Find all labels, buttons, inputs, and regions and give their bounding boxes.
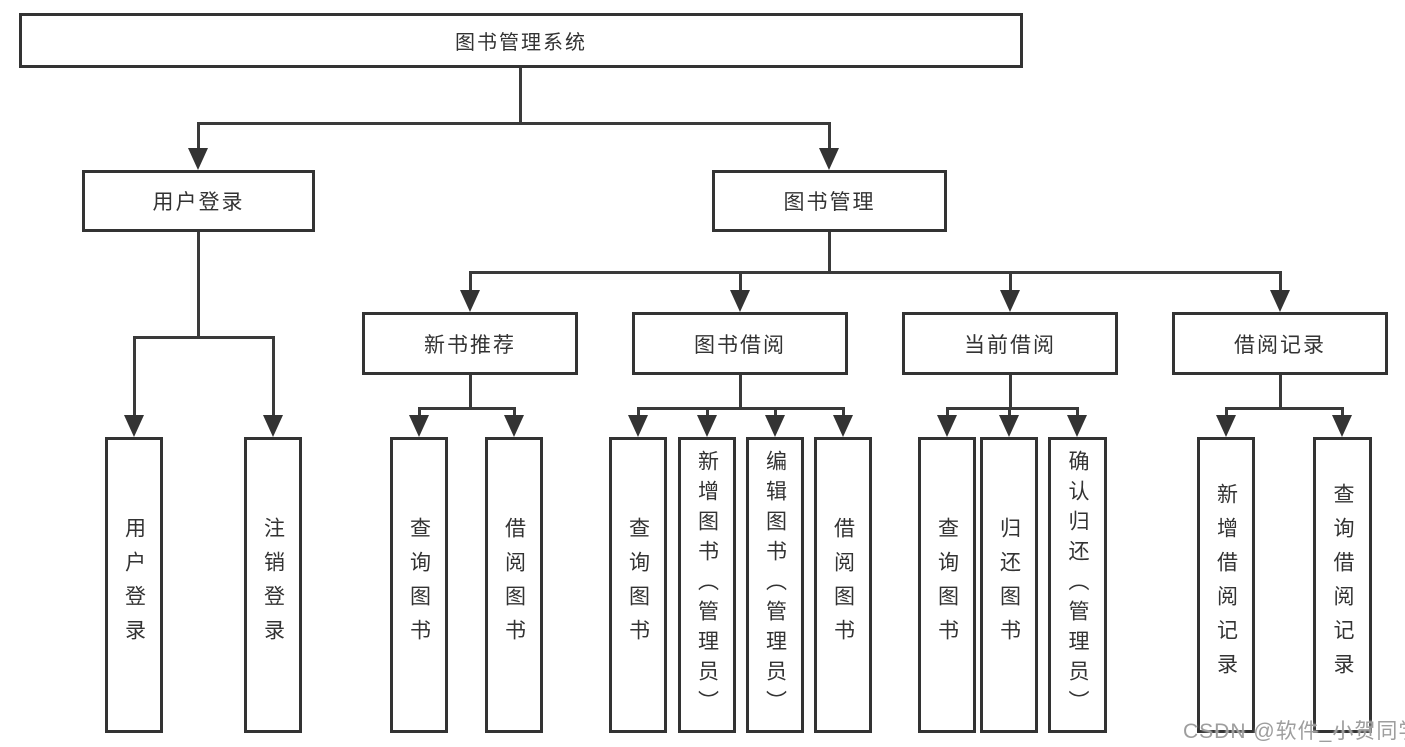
arrow-down-icon (124, 415, 144, 437)
arrow-down-icon (460, 290, 480, 312)
arrow-down-icon (1270, 290, 1290, 312)
edge-stem-leaf (1341, 407, 1344, 418)
edge-current-borrow-hline (946, 407, 1079, 410)
node-user-login: 用户登录 (82, 170, 315, 232)
edge-stem-leaf (418, 407, 421, 418)
arrow-down-icon (263, 415, 283, 437)
edge-root-hline (197, 122, 831, 125)
edge-stem-borrow-records (1279, 271, 1282, 293)
leaf-borrow-books-recommend: 借阅图书 (485, 437, 543, 733)
node-new-book-recommend: 新书推荐 (362, 312, 578, 375)
node-current-borrow: 当前借阅 (902, 312, 1118, 375)
arrow-down-icon (819, 148, 839, 170)
leaf-user-login: 用户登录 (105, 437, 163, 733)
leaf-query-books-current: 查询图书 (918, 437, 976, 733)
edge-book-borrow-hline (637, 407, 845, 410)
leaf-query-borrow-record: 查询借阅记录 (1313, 437, 1372, 733)
edge-root-stub (519, 68, 522, 122)
edge-stem-book-management (828, 122, 831, 150)
arrow-down-icon (833, 415, 853, 437)
edge-stem-leaf (637, 407, 640, 418)
edge-borrow-records-hline (1225, 407, 1344, 410)
edge-stem-leaf (1008, 407, 1011, 418)
edge-borrow-records-stub (1279, 375, 1282, 407)
edge-stem-book-borrow (739, 271, 742, 293)
csdn-watermark: CSDN @软件_小贺同学 (1183, 720, 1405, 743)
arrow-down-icon (730, 290, 750, 312)
edge-stem-leaf (1076, 407, 1079, 418)
arrow-down-icon (765, 415, 785, 437)
leaf-add-books-admin: 新增图书（管理员） (678, 437, 736, 733)
leaf-return-books: 归还图书 (980, 437, 1038, 733)
node-root: 图书管理系统 (19, 13, 1023, 68)
edge-stem-leaf (1225, 407, 1228, 418)
leaf-confirm-return-admin: 确认归还（管理员） (1048, 437, 1107, 733)
edge-stem-leaf (513, 407, 516, 418)
arrow-down-icon (1332, 415, 1352, 437)
arrow-down-icon (188, 148, 208, 170)
edge-book-stub (828, 232, 831, 271)
node-book-borrow: 图书借阅 (632, 312, 848, 375)
edge-stem-leaf (774, 407, 777, 418)
edge-stem-leaf (946, 407, 949, 418)
edge-stem-leaf (706, 407, 709, 418)
arrow-down-icon (409, 415, 429, 437)
edge-book-hline (469, 271, 1282, 274)
leaf-query-books-recommend: 查询图书 (390, 437, 448, 733)
leaf-logout: 注销登录 (244, 437, 302, 733)
leaf-borrow-books: 借阅图书 (814, 437, 872, 733)
arrow-down-icon (504, 415, 524, 437)
edge-current-borrow-stub (1009, 375, 1012, 407)
edge-user-hline (133, 336, 275, 339)
arrow-down-icon (937, 415, 957, 437)
edge-book-borrow-stub (739, 375, 742, 407)
node-borrow-records: 借阅记录 (1172, 312, 1388, 375)
edge-stem-new-book (469, 271, 472, 293)
leaf-query-books-borrow: 查询图书 (609, 437, 667, 733)
edge-new-book-hline (418, 407, 516, 410)
arrow-down-icon (1067, 415, 1087, 437)
edge-stem-leaf (842, 407, 845, 418)
edge-new-book-stub (469, 375, 472, 407)
edge-stem-user-login (197, 122, 200, 150)
edge-user-stub (197, 232, 200, 336)
leaf-add-borrow-record: 新增借阅记录 (1197, 437, 1255, 733)
arrow-down-icon (999, 415, 1019, 437)
arrow-down-icon (697, 415, 717, 437)
edge-stem-leaf-user-login (133, 336, 136, 418)
node-book-management: 图书管理 (712, 170, 947, 232)
arrow-down-icon (628, 415, 648, 437)
edge-stem-leaf-logout (272, 336, 275, 418)
arrow-down-icon (1000, 290, 1020, 312)
leaf-edit-books-admin: 编辑图书（管理员） (746, 437, 804, 733)
arrow-down-icon (1216, 415, 1236, 437)
edge-stem-current-borrow (1009, 271, 1012, 293)
